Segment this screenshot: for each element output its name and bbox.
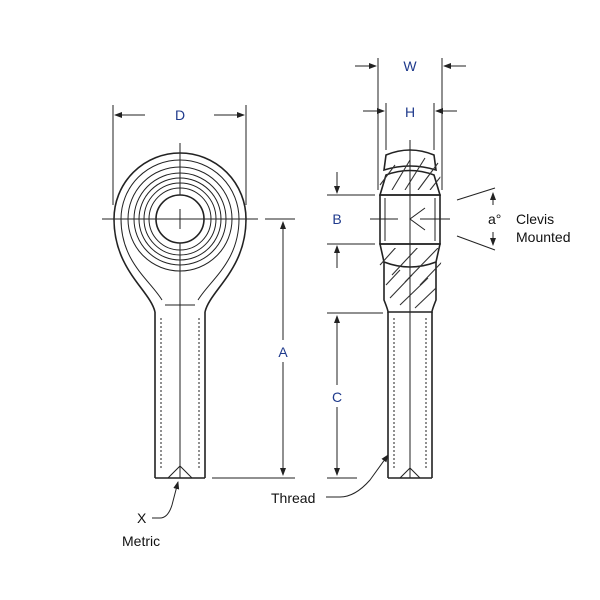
x-metric-callout: X Metric: [122, 481, 180, 549]
dimension-h: H: [363, 103, 457, 150]
label-a: A: [278, 344, 288, 360]
label-x: X: [137, 510, 147, 526]
label-clevis: Clevis: [516, 211, 554, 227]
dimension-a: A: [212, 218, 295, 479]
label-w: W: [403, 58, 417, 74]
label-c: C: [332, 389, 342, 405]
dimension-b: B: [327, 172, 375, 268]
label-b: B: [332, 211, 341, 227]
angle-indicator: a° Clevis Mounted: [456, 187, 570, 251]
label-metric: Metric: [122, 533, 160, 549]
dimension-d: D: [112, 105, 247, 205]
label-mounted: Mounted: [516, 229, 570, 245]
dimension-w: W: [355, 58, 466, 190]
label-thread: Thread: [271, 490, 315, 506]
thread-callout: Thread: [271, 454, 389, 506]
dimension-c: C: [327, 312, 383, 479]
label-d: D: [175, 107, 185, 123]
label-angle: a°: [488, 211, 501, 227]
label-h: H: [405, 104, 415, 120]
side-view: [370, 140, 450, 479]
front-view: [102, 143, 258, 479]
